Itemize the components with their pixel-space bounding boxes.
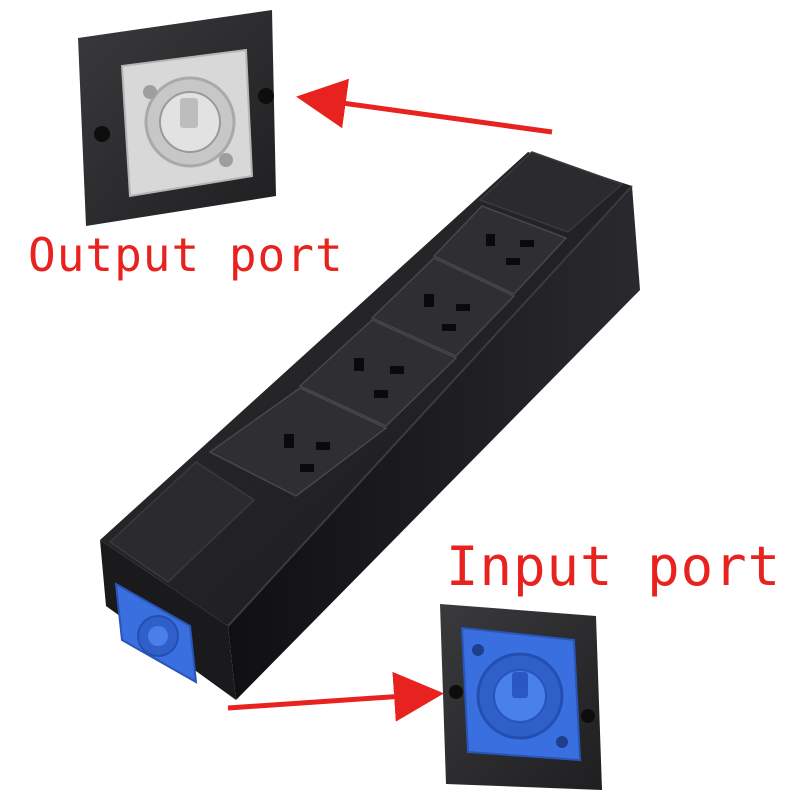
panel-screw-icon xyxy=(94,126,110,142)
input-port-panel xyxy=(440,604,602,790)
outlet xyxy=(370,257,516,357)
outlet xyxy=(298,319,458,427)
panel-screw-icon xyxy=(581,709,595,723)
panel-screw-icon xyxy=(449,685,463,699)
panel-screw-icon xyxy=(258,88,274,104)
outlet xyxy=(208,387,388,497)
outlet xyxy=(432,205,568,295)
output-port-panel xyxy=(78,10,276,226)
input-arrow xyxy=(227,671,444,722)
input-connector xyxy=(460,626,582,762)
output-port-label: Output port xyxy=(28,228,344,282)
power-strip xyxy=(100,151,640,700)
output-connector xyxy=(120,48,254,198)
input-port-label: Input port xyxy=(446,535,782,598)
strip-input-connector xyxy=(114,582,198,684)
output-arrow xyxy=(296,78,553,135)
